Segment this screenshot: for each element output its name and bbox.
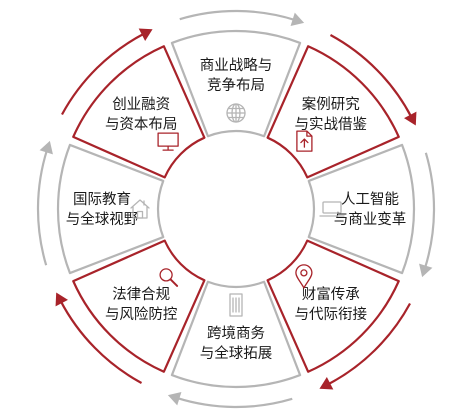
cycle-arrow-2 — [329, 34, 417, 126]
cycle-arrow-3 — [419, 152, 436, 278]
arrow-head — [167, 392, 182, 406]
cycle-arrow-5 — [167, 392, 293, 409]
arrow-head — [419, 263, 433, 278]
segment-label-line2: 与全球拓展 — [200, 344, 273, 362]
segment-label-line1: 创业融资 — [112, 96, 170, 113]
segment-label-line2: 竞争布局 — [207, 76, 265, 94]
segment-label-line2: 与商业变革 — [334, 211, 407, 228]
segment-label-line2: 与全球视野 — [66, 210, 139, 228]
segment-label-line1: 跨境商务 — [207, 324, 265, 342]
arrow-head — [138, 28, 153, 41]
center-circle — [161, 134, 311, 284]
house-icon — [130, 199, 150, 219]
location-pin-icon — [295, 264, 313, 289]
segment-shape — [56, 143, 165, 275]
arrow-head — [39, 140, 53, 155]
arrow-arc — [423, 152, 436, 269]
segment-label-line1: 案例研究 — [302, 95, 360, 113]
cycle-arrow-6 — [55, 292, 143, 384]
cycle-arrow-1 — [179, 9, 305, 26]
arrow-arc — [61, 32, 146, 116]
arrow-arc — [176, 396, 293, 409]
arrow-arc — [59, 299, 143, 384]
segment-label-line1: 人工智能 — [341, 191, 399, 208]
arrow-head — [290, 12, 305, 26]
laptop-icon — [319, 201, 345, 217]
segment-shape — [266, 45, 400, 179]
building-icon — [229, 293, 243, 317]
cycle-arrow-7 — [36, 140, 53, 266]
segment-label-line2: 与风险防控 — [105, 306, 178, 323]
segment-label-line1: 国际教育 — [73, 191, 131, 208]
segment-label-line2: 与代际衔接 — [295, 306, 368, 323]
arrow-arc — [179, 9, 296, 22]
segment-label-line1: 财富传承 — [302, 285, 360, 303]
monitor-icon — [157, 132, 179, 151]
arrow-head — [404, 111, 417, 126]
arrow-arc — [36, 149, 49, 266]
segment-label-line1: 商业战略与 — [200, 57, 273, 74]
segment-label-line2: 与资本布局 — [105, 116, 178, 133]
arrow-head — [319, 377, 334, 390]
segment-label-line1: 法律合规 — [112, 286, 170, 303]
segment-shape — [72, 45, 206, 179]
arrow-arc — [326, 302, 411, 386]
segment-label-line2: 与实战借鉴 — [295, 116, 368, 133]
globe-icon — [226, 103, 246, 123]
segment-shape — [170, 29, 302, 138]
segment-shape — [307, 143, 416, 275]
arrow-arc — [329, 34, 413, 119]
arrow-head — [55, 292, 68, 307]
cycle-arrow-8 — [61, 28, 153, 116]
magnifier-icon — [159, 268, 179, 287]
document-upload-icon — [296, 130, 313, 152]
cycle-arrow-4 — [319, 302, 411, 390]
segment-shape — [170, 280, 302, 389]
